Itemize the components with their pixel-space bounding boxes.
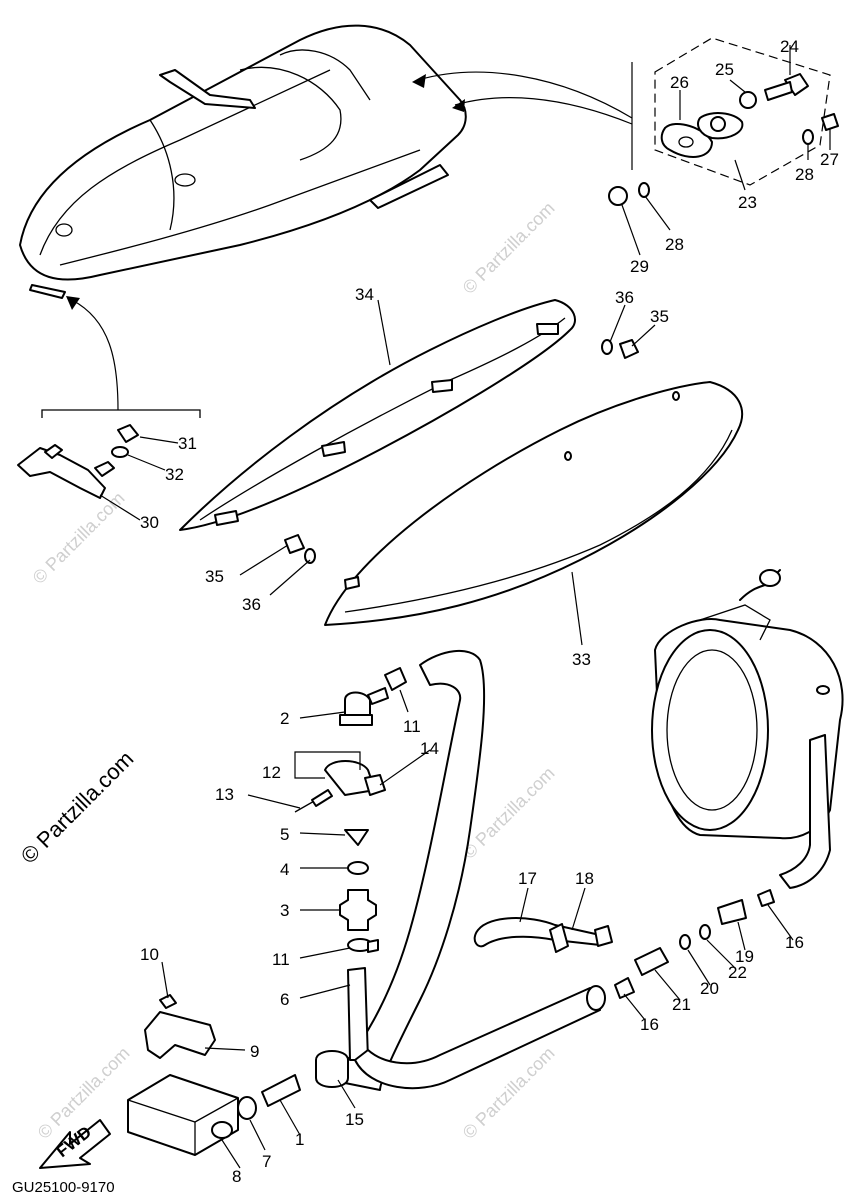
callout-6: 6	[280, 990, 289, 1009]
callout-36b: 36	[242, 595, 261, 614]
callout-30: 30	[140, 513, 159, 532]
callout-36a: 36	[615, 288, 634, 307]
outlet-fittings	[614, 889, 775, 999]
callout-32: 32	[165, 465, 184, 484]
callout-5: 5	[280, 825, 289, 844]
callout-8: 8	[232, 1167, 241, 1186]
callout-23: 23	[738, 193, 757, 212]
towing-eye-30	[17, 424, 139, 499]
filter-box-8	[127, 1050, 349, 1156]
leader-lines	[99, 45, 831, 1169]
watermark: © Partzilla.com	[459, 198, 559, 298]
callout-16b: 16	[640, 1015, 659, 1034]
callout-14: 14	[420, 739, 439, 758]
callout-31: 31	[178, 434, 197, 453]
callout-17: 17	[518, 869, 537, 888]
callout-11a: 11	[403, 717, 421, 736]
arrow-to-bow	[41, 296, 201, 418]
drawing-code: GU25100-9170	[12, 1179, 115, 1196]
drain-plug-assembly	[608, 37, 839, 206]
straps-17-18	[473, 917, 613, 953]
callout-13: 13	[215, 785, 234, 804]
bracket-9	[144, 994, 216, 1059]
callout-33: 33	[572, 650, 591, 669]
callout-10: 10	[140, 945, 159, 964]
callout-26: 26	[670, 73, 689, 92]
callout-2: 2	[280, 709, 289, 728]
callout-24: 24	[780, 37, 799, 56]
callout-20: 20	[700, 979, 719, 998]
callout-9: 9	[250, 1042, 259, 1061]
copyright-text: © Partzilla.com	[16, 746, 139, 869]
callout-4: 4	[280, 860, 289, 879]
fwd-arrow: FWD	[39, 1119, 111, 1169]
callout-25: 25	[715, 60, 734, 79]
callout-16a: 16	[785, 933, 804, 952]
sponson-33	[284, 381, 743, 626]
arrow-to-rear	[412, 71, 633, 125]
callout-27: 27	[820, 150, 839, 169]
callout-12: 12	[262, 763, 281, 782]
callout-35b: 35	[205, 567, 224, 586]
callout-3: 3	[280, 901, 289, 920]
callout-18: 18	[575, 869, 594, 888]
watermarks: © Partzilla.com © Partzilla.com © Partzi…	[29, 138, 559, 1143]
callout-22: 22	[728, 963, 747, 982]
sponson-34	[179, 299, 639, 531]
callout-15: 15	[345, 1110, 364, 1129]
callout-11b: 11	[272, 950, 290, 969]
watercraft-illustration	[19, 24, 467, 299]
callout-21: 21	[672, 995, 691, 1014]
jet-pump-housing	[651, 569, 844, 889]
callout-19: 19	[735, 947, 754, 966]
callout-35a: 35	[650, 307, 669, 326]
callout-29: 29	[630, 257, 649, 276]
hose-6	[329, 649, 606, 1091]
callout-28a: 28	[795, 165, 814, 184]
callout-labels: 24 25 26 27 28 23 28 29 34 36 35 31 32 3…	[140, 37, 839, 1186]
callout-1: 1	[295, 1130, 304, 1149]
fittings-column	[294, 667, 407, 953]
callout-7: 7	[262, 1152, 271, 1171]
callout-34: 34	[355, 285, 374, 304]
callout-28b: 28	[665, 235, 684, 254]
